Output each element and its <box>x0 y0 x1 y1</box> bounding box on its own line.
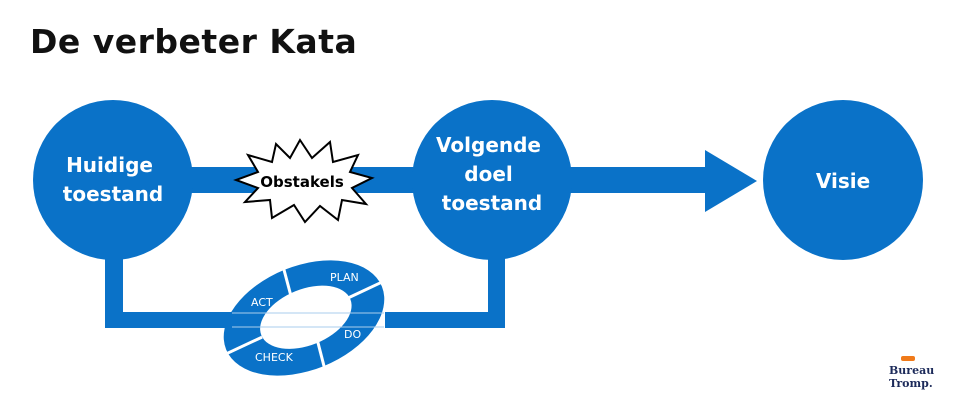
obstacles-label: Obstakels <box>260 173 344 191</box>
pdca-check: CHECK <box>255 351 294 364</box>
page-title: De verbeter Kata <box>30 22 358 61</box>
svg-text:Bureau: Bureau <box>889 364 934 377</box>
loop-right-vertical <box>488 240 505 328</box>
main-arrow-head <box>705 150 757 212</box>
loop-right-horizontal <box>385 312 505 328</box>
node-current-state <box>33 100 193 260</box>
loop-left-horizontal <box>105 312 245 328</box>
node-next-target <box>412 100 572 260</box>
svg-text:Tromp.: Tromp. <box>889 377 933 390</box>
bureau-tromp-logo: Bureau Tromp. <box>889 356 934 390</box>
vision-label: Visie <box>816 169 870 193</box>
pdca-plan: PLAN <box>330 271 359 284</box>
current-state-label: Huidige toestand <box>63 153 163 206</box>
next-target-label: Volgende doel toestand <box>436 133 548 215</box>
pdca-act: ACT <box>251 296 273 309</box>
pdca-cycle <box>223 260 385 376</box>
pdca-do: DO <box>344 328 361 341</box>
node-vision <box>763 100 923 260</box>
obstacles-starburst <box>233 138 375 224</box>
loop-left-vertical <box>105 240 123 328</box>
